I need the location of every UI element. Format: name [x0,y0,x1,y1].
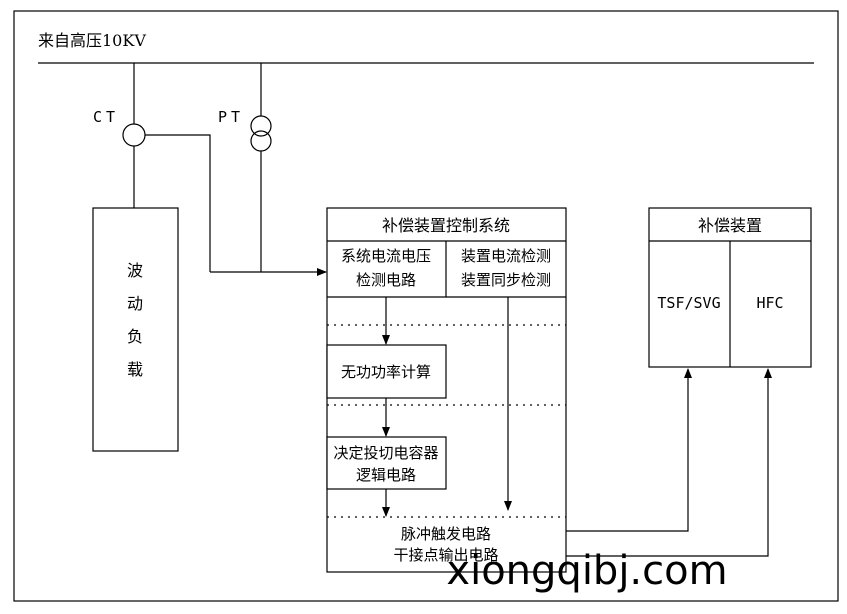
reactive-power-label: 无功功率计算 [341,363,431,381]
pulse-line-1: 脉冲触发电路 [401,525,491,543]
load-char-3: 负 [127,327,143,346]
left-detect-line-2: 检测电路 [356,271,416,289]
right-detect-line-2: 装置同步检测 [461,271,551,289]
output-arrow-hfc [566,368,772,557]
load-char-2: 动 [127,294,143,313]
ct-circle-icon [122,123,146,147]
load-char-4: 载 [127,360,143,379]
ct-signal-wire [145,134,211,272]
right-detect-line-1: 装置电流检测 [461,247,551,265]
compensator-title: 补偿装置 [698,216,762,235]
ct-label: CT [93,108,119,126]
compensator-left-label: TSF/SVG [657,294,720,312]
outer-frame [13,10,839,602]
logic-line-1: 决定投切电容器 [333,444,438,462]
load-char-1: 波 [127,261,143,280]
left-detect-line-1: 系统电流电压 [341,247,431,265]
reactive-power-box [326,344,447,399]
output-arrow-tsf [566,368,692,532]
pulse-line-2: 干接点输出电路 [393,546,498,564]
load-box [92,207,179,452]
pt-coil-bottom-icon [250,130,272,152]
source-label: 来自高压10KV [38,31,146,50]
logic-box [326,436,447,490]
watermark-text: xiongqibj.com [446,548,727,594]
logic-line-2: 逻辑电路 [356,466,416,484]
pt-label: PT [218,108,244,126]
compensator-right-label: HFC [756,294,783,312]
pt-coil-top-icon [250,115,272,137]
control-system-title: 补偿装置控制系统 [382,216,510,235]
